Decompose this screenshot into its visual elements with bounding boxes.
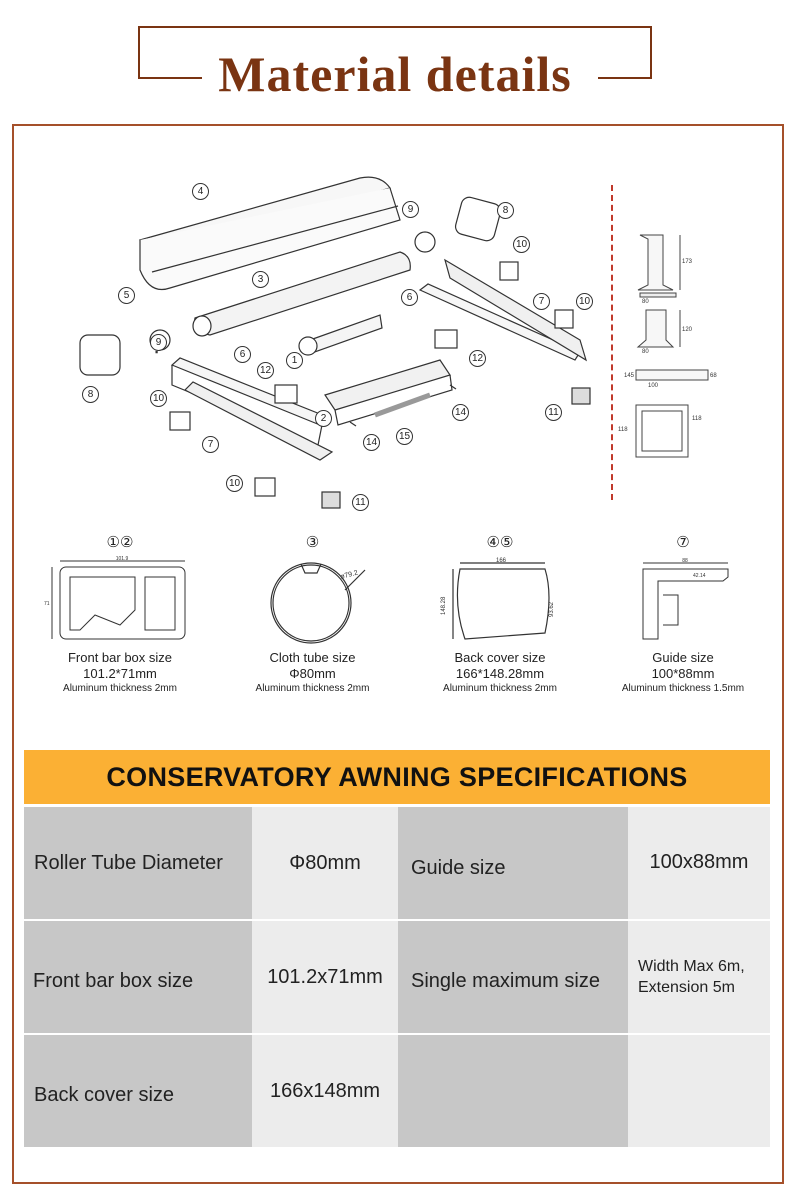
spec-label-single-max: Single maximum size: [398, 921, 628, 1033]
callout-12a: 12: [257, 362, 274, 379]
specs-title: CONSERVATORY AWNING SPECIFICATIONS: [24, 750, 770, 804]
dim-88: 88: [682, 558, 688, 564]
profile-size: 101.2*71mm: [83, 666, 157, 681]
svg-text:▪: ▪: [155, 347, 158, 357]
page-title: Material details: [218, 46, 572, 102]
dim-100: 100: [648, 383, 659, 389]
spec-value-guide: 100x88mm: [628, 807, 770, 919]
bracket-detail-drawings: 173 120 80 80 145 68 100 118 118: [618, 234, 717, 458]
cloth-tube-profile-drawing: ø79.2: [269, 562, 365, 644]
callout-1: 1: [286, 352, 303, 369]
callout-10b: 10: [226, 475, 243, 492]
profile-size: Φ80mm: [289, 666, 336, 681]
callout-7a: 7: [202, 436, 219, 453]
callout-6b: 6: [401, 289, 418, 306]
callout-9a: 9: [150, 334, 167, 351]
dim-166: 166: [496, 558, 507, 564]
divider-dashed: [611, 185, 613, 500]
dim-101-9: 101.9: [116, 556, 129, 562]
spec-label-guide: Guide size: [398, 807, 628, 919]
callout-10c: 10: [513, 236, 530, 253]
callout-8b: 8: [497, 202, 514, 219]
exploded-assembly-diagram: ▪: [79, 176, 591, 509]
callout-10a: 10: [150, 390, 167, 407]
callout-7b: 7: [533, 293, 550, 310]
profile-caption: Front bar box size: [67, 650, 173, 665]
title-rule-left: [138, 77, 202, 79]
spec-value-empty: [628, 1035, 770, 1147]
callout-15: 15: [396, 428, 413, 445]
callout-8a: 8: [82, 386, 99, 403]
callout-9b: 9: [402, 201, 419, 218]
spec-value-front-bar: 101.2x71mm: [252, 921, 398, 1033]
section-header: Material details: [0, 0, 790, 120]
profile-caption: Back cover size: [454, 650, 546, 665]
callout-12b: 12: [469, 350, 486, 367]
back-cover-profile-drawing: 166 148.28 93.62: [441, 558, 555, 640]
dim-145: 145: [624, 373, 635, 379]
dim-93-62: 93.62: [549, 601, 555, 617]
callout-14a: 14: [363, 434, 380, 451]
profile-cloth-tube: ③ ø79.2 Cloth tube size Φ80mm Aluminum t…: [225, 533, 400, 696]
profile-caption: Cloth tube size: [269, 650, 356, 665]
spec-value-roller-tube: Φ80mm: [252, 807, 398, 919]
callout-11b: 11: [545, 404, 562, 421]
dim-79-2: ø79.2: [339, 570, 358, 581]
spec-value-back-cover: 166x148mm: [252, 1035, 398, 1147]
callout-14b: 14: [452, 404, 469, 421]
profile-caption: Guide size: [652, 650, 714, 665]
dim-118b: 118: [692, 416, 702, 422]
profile-front-bar: ①② 101.9 71 Front bar box size 101.2*71m…: [20, 533, 220, 696]
title-frame: [138, 26, 652, 78]
profile-thickness: Aluminum thickness 2mm: [443, 683, 557, 694]
profile-size: 166*148.28mm: [455, 666, 545, 681]
callout-4: 4: [192, 183, 209, 200]
spec-value-single-max: Width Max 6m, Extension 5m: [628, 921, 770, 1033]
spec-label-empty: [398, 1035, 628, 1147]
dim-118a: 118: [618, 427, 628, 433]
spec-label-front-bar: Front bar box size: [24, 921, 252, 1033]
dim-71: 71: [44, 601, 50, 607]
dim-80a: 80: [642, 299, 649, 305]
profile-size: 100*88mm: [651, 666, 715, 681]
profile-guide: ⑦ 88 42.14 Guide size 100*88mm Aluminum …: [598, 533, 768, 696]
spec-label-roller-tube: Roller Tube Diameter: [24, 807, 252, 919]
dim-148-28: 148.28: [441, 596, 447, 615]
spec-label-back-cover: Back cover size: [24, 1035, 252, 1147]
dim-120: 120: [682, 327, 693, 333]
callout-3: 3: [252, 271, 269, 288]
callout-5: 5: [118, 287, 135, 304]
profile-number: ①②: [106, 534, 134, 551]
front-bar-profile-drawing: 101.9 71: [44, 556, 186, 640]
dim-80b: 80: [642, 349, 649, 355]
title-rule-right: [598, 77, 652, 79]
profile-number: ⑦: [676, 534, 690, 551]
callout-11a: 11: [352, 494, 369, 511]
dim-68: 68: [710, 373, 717, 379]
profile-thickness: Aluminum thickness 1.5mm: [621, 683, 745, 694]
callout-2: 2: [315, 410, 332, 427]
profile-thickness: Aluminum thickness 2mm: [63, 683, 177, 694]
dim-173: 173: [682, 259, 693, 265]
profile-number: ③: [305, 534, 320, 551]
profile-thickness: Aluminum thickness 2mm: [255, 683, 370, 694]
profile-back-cover: ④⑤ 166 148.28 93.62 Back cover size 166*…: [410, 533, 590, 696]
callout-10d: 10: [576, 293, 593, 310]
profile-number: ④⑤: [486, 534, 514, 551]
guide-profile-drawing: 88 42.14: [642, 558, 729, 640]
dim-42-14: 42.14: [693, 573, 706, 579]
callout-6a: 6: [234, 346, 251, 363]
